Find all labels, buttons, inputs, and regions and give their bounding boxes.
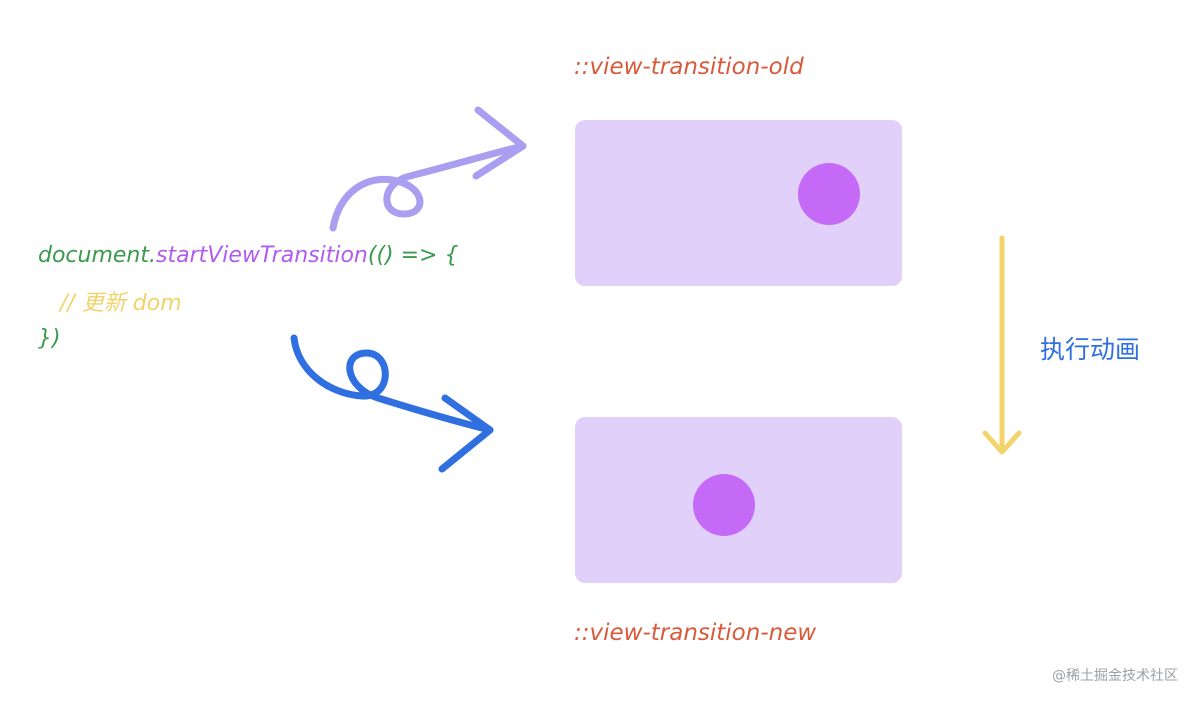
arrow-to-old: [329, 106, 527, 232]
code-method: startViewTransition: [156, 243, 368, 268]
code-dot: .: [149, 243, 156, 268]
view-transition-new-label: ::view-transition-new: [574, 620, 817, 646]
run-animation-label: 执行动画: [1040, 335, 1141, 364]
new-state-circle: [693, 474, 755, 536]
code-args: (() => {: [367, 243, 459, 268]
watermark: @稀土掘金技术社区: [1052, 668, 1178, 684]
new-state-panel: [575, 417, 902, 583]
code-comment: // 更新 dom: [60, 291, 182, 316]
arrow-to-new: [290, 334, 494, 473]
code-line-start-transition: document.startViewTransition(() => {: [38, 243, 458, 268]
down-arrow: [982, 235, 1022, 455]
old-state-panel: [575, 120, 902, 286]
view-transition-old-label: ::view-transition-old: [574, 54, 804, 80]
code-object: document: [38, 243, 149, 268]
old-state-circle: [798, 163, 860, 225]
code-close: }): [38, 326, 61, 351]
